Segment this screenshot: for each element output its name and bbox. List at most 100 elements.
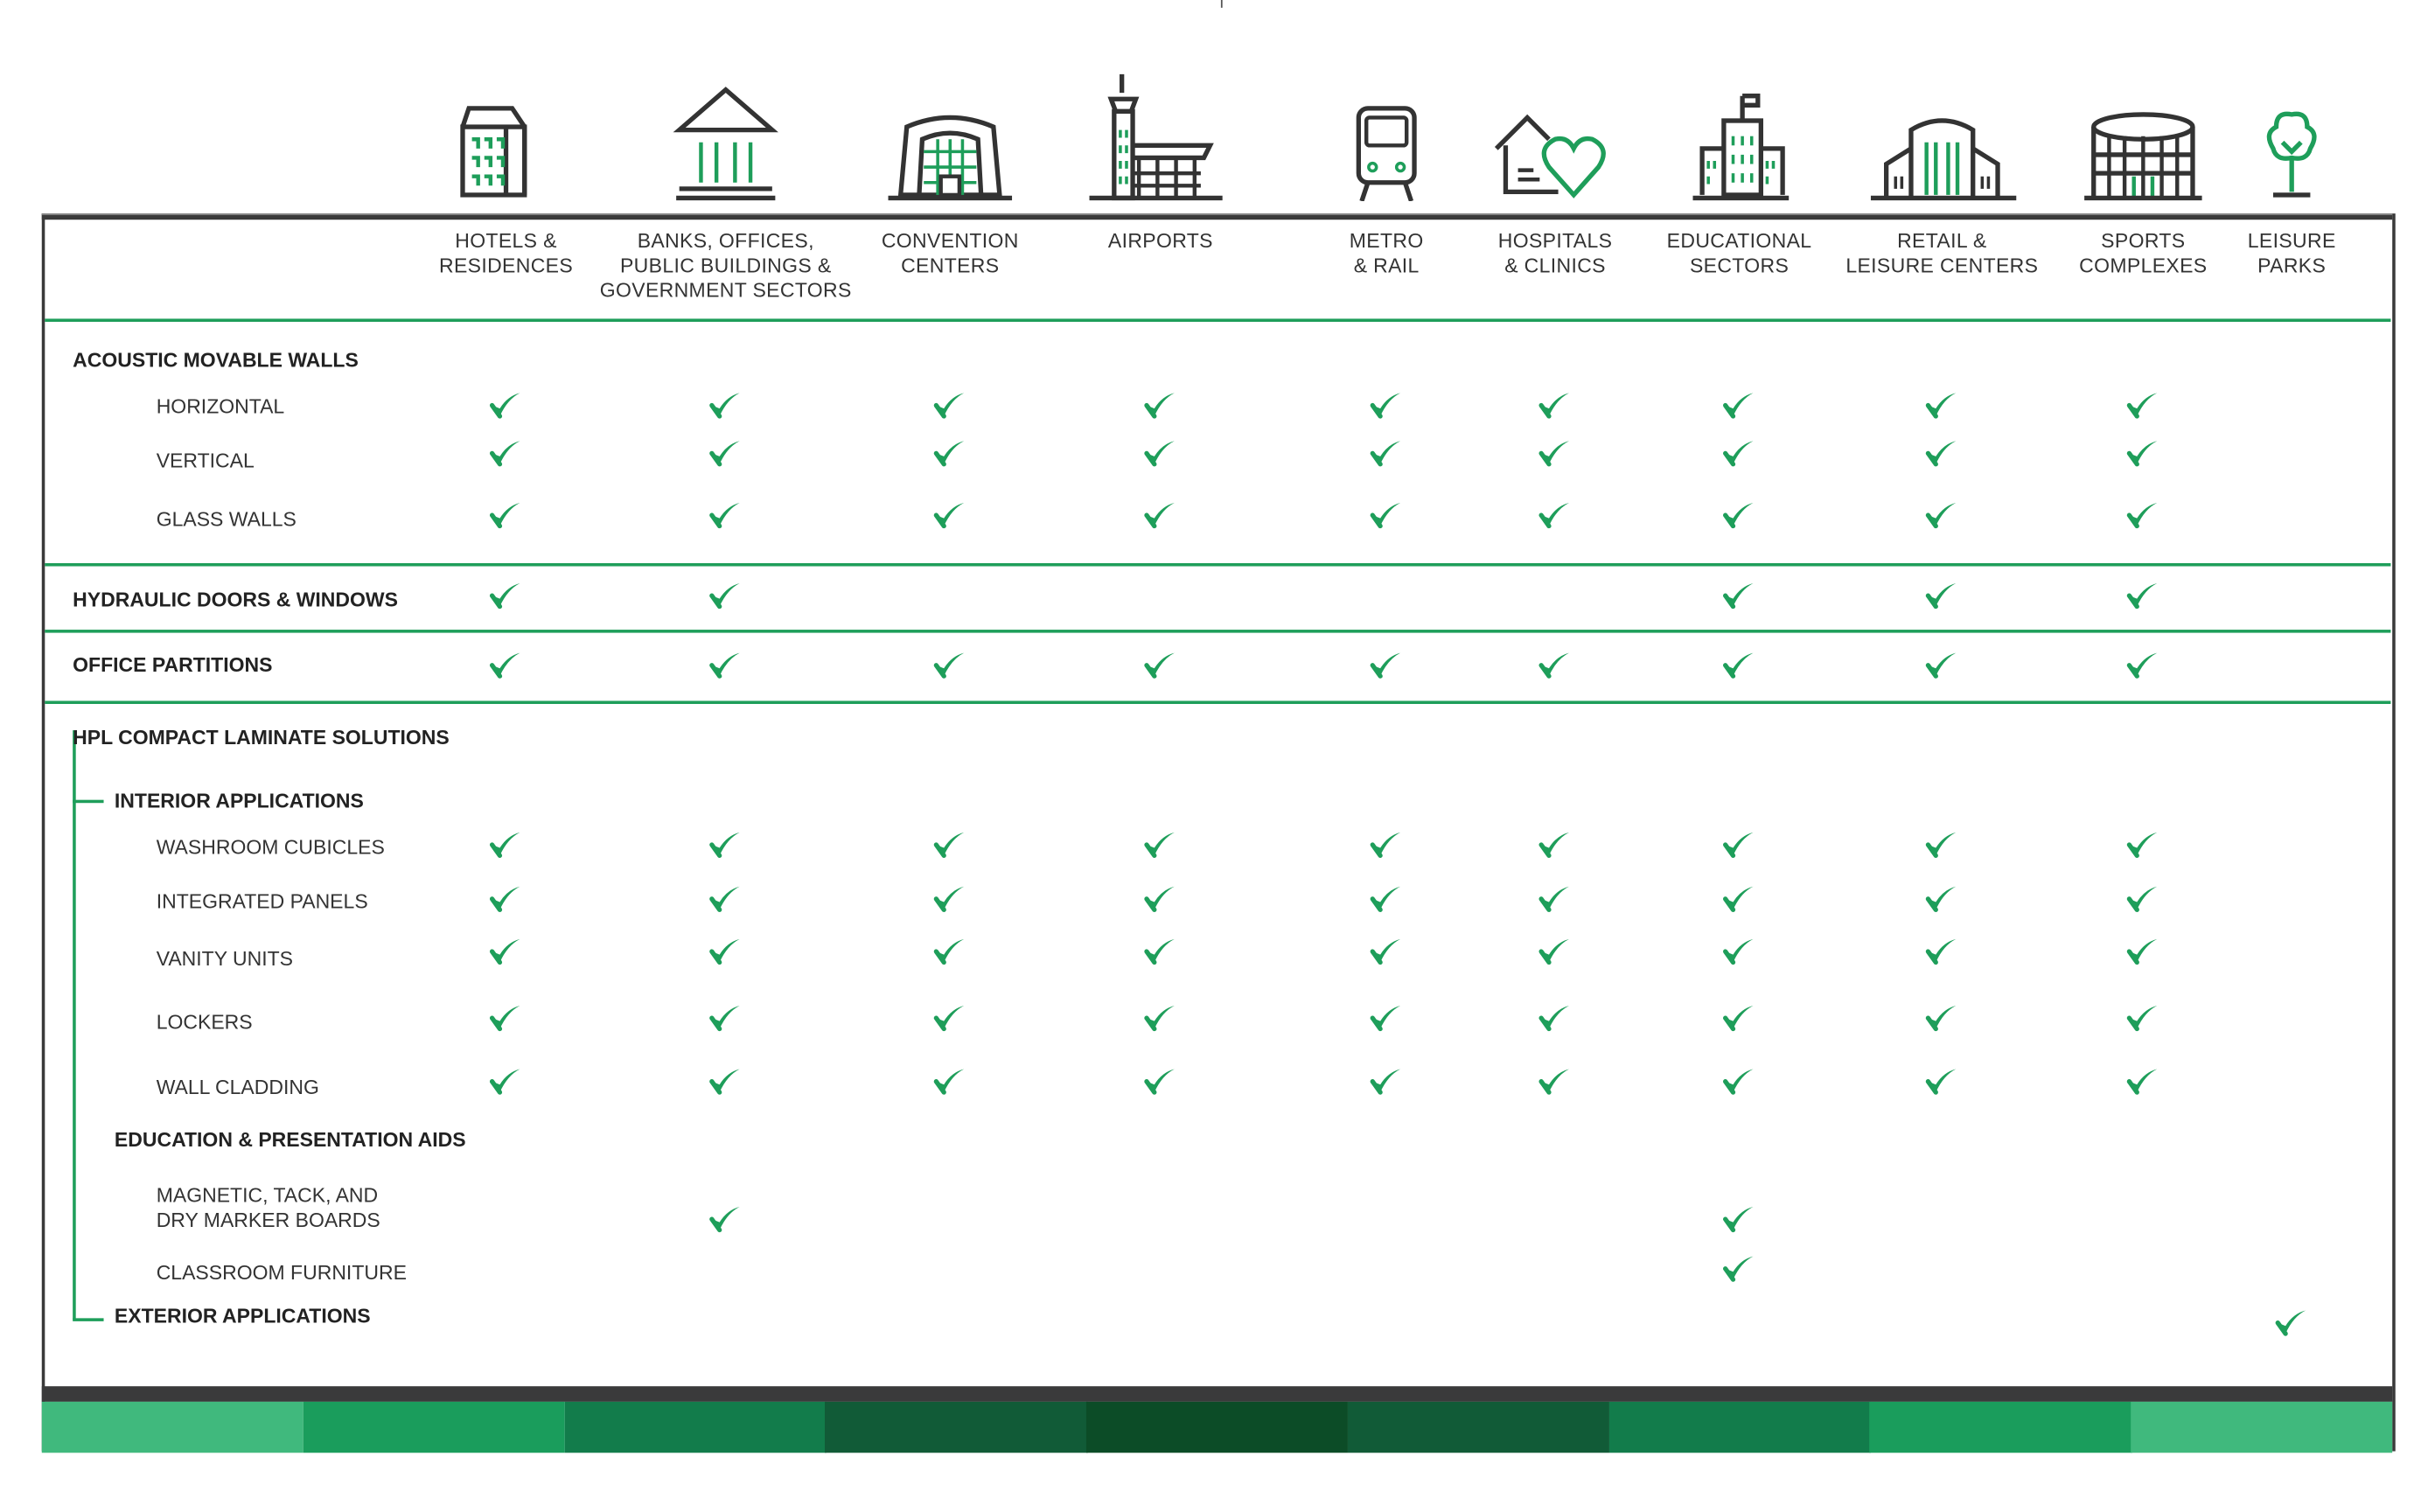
checkmark-icon [1142, 1066, 1179, 1097]
row-label: ACOUSTIC MOVABLE WALLS [73, 348, 359, 372]
column-header-banks: BANKS, OFFICES,PUBLIC BUILDINGS &GOVERNM… [594, 229, 857, 303]
checkmark-icon [1923, 883, 1960, 914]
checkmark-icon [1142, 936, 1179, 966]
checkmark-icon [1923, 936, 1960, 966]
mall-icon [1865, 68, 2020, 201]
checkmark-icon [487, 1066, 524, 1097]
checkmark-icon [931, 438, 968, 469]
stadium-icon [2066, 68, 2221, 201]
checkmark-icon [487, 1002, 524, 1033]
checkmark-icon [708, 936, 744, 966]
row-divider [45, 630, 2391, 633]
checkmark-icon [2124, 390, 2161, 421]
checkmark-icon [1923, 499, 1960, 530]
checkmark-icon [708, 883, 744, 914]
column-header-metro: METRO& RAIL [1255, 229, 1518, 279]
checkmark-icon [1720, 1203, 1757, 1234]
column-header-line: PUBLIC BUILDINGS & [619, 254, 832, 277]
checkmark-icon [1368, 1066, 1405, 1097]
checkmark-icon [1368, 883, 1405, 914]
checkmark-icon [931, 390, 968, 421]
checkmark-icon [2124, 1002, 2161, 1033]
checkmark-icon [1720, 499, 1757, 530]
row-label: CLASSROOM FURNITURE [156, 1260, 407, 1285]
checkmark-icon [487, 438, 524, 469]
checkmark-icon [1537, 1002, 1573, 1033]
footer-color-swatch [41, 1401, 304, 1453]
row-label: GLASS WALLS [156, 507, 297, 531]
checkmark-icon [931, 499, 968, 530]
checkmark-icon [1923, 438, 1960, 469]
column-header-line: AIRPORTS [1107, 228, 1213, 253]
checkmark-icon [487, 883, 524, 914]
checkmark-icon [1368, 438, 1405, 469]
checkmark-icon [1720, 829, 1757, 860]
checkmark-icon [1720, 936, 1757, 966]
checkmark-icon [2124, 829, 2161, 860]
school-flag-icon [1662, 68, 1817, 201]
column-header-line: & RAIL [1353, 254, 1420, 277]
checkmark-icon [1368, 499, 1405, 530]
checkmark-icon [2124, 650, 2161, 680]
column-header-retail: RETAIL &LEISURE CENTERS [1810, 229, 2074, 279]
column-header-airports: AIRPORTS [1029, 229, 1293, 254]
column-header-line: SPORTS [2101, 228, 2186, 253]
top-dot [1220, 0, 1223, 8]
footer-color-swatch [1347, 1401, 1610, 1453]
table-top-rule [41, 213, 2393, 220]
column-header-hospitals: HOSPITALS& CLINICS [1424, 229, 1687, 279]
government-building-icon [648, 68, 803, 201]
checkmark-icon [931, 829, 968, 860]
checkmark-icon [1142, 829, 1179, 860]
checkmark-icon [2273, 1307, 2310, 1338]
checkmark-icon [1923, 829, 1960, 860]
footer-color-swatch [1869, 1401, 2132, 1453]
checkmark-icon [2124, 1066, 2161, 1097]
checkmark-icon [487, 580, 524, 610]
checkmark-icon [487, 650, 524, 680]
row-label: LOCKERS [156, 1010, 253, 1034]
checkmark-icon [931, 1002, 968, 1033]
checkmark-icon [1923, 650, 1960, 680]
checkmark-icon [1537, 883, 1573, 914]
column-header-line: LEISURE CENTERS [1845, 254, 2039, 277]
column-header-line: COMPLEXES [2079, 254, 2208, 277]
checkmark-icon [708, 650, 744, 680]
row-label: EDUCATION & PRESENTATION AIDS [114, 1127, 466, 1152]
row-label: VERTICAL [156, 449, 255, 472]
checkmark-icon [1368, 829, 1405, 860]
checkmark-icon [931, 650, 968, 680]
header-divider [45, 318, 2391, 322]
checkmark-icon [1720, 580, 1757, 610]
footer-dark-bar [41, 1386, 2393, 1402]
checkmark-icon [931, 936, 968, 966]
row-label: HYDRAULIC DOORS & WINDOWS [73, 588, 398, 611]
checkmark-icon [1142, 499, 1179, 530]
column-header-line: GOVERNMENT SECTORS [599, 278, 852, 302]
row-label: VANITY UNITS [156, 946, 294, 971]
footer-color-swatch [2131, 1401, 2394, 1453]
house-heart-icon [1478, 68, 1633, 201]
checkmark-icon [1142, 390, 1179, 421]
checkmark-icon [708, 829, 744, 860]
column-header-line: LEISURE [2247, 228, 2336, 253]
checkmark-icon [1368, 650, 1405, 680]
checkmark-icon [2124, 883, 2161, 914]
row-label: WASHROOM CUBICLES [156, 835, 385, 859]
footer-color-swatch [303, 1401, 565, 1453]
checkmark-icon [708, 438, 744, 469]
tree-branch [73, 1318, 104, 1321]
row-label: HORIZONTAL [156, 394, 285, 418]
checkmark-icon [1720, 390, 1757, 421]
checkmark-icon [708, 580, 744, 610]
checkmark-icon [708, 390, 744, 421]
tree-icon [2215, 68, 2369, 201]
checkmark-icon [1537, 650, 1573, 680]
checkmark-icon [1537, 390, 1573, 421]
tree-line [73, 730, 76, 1320]
